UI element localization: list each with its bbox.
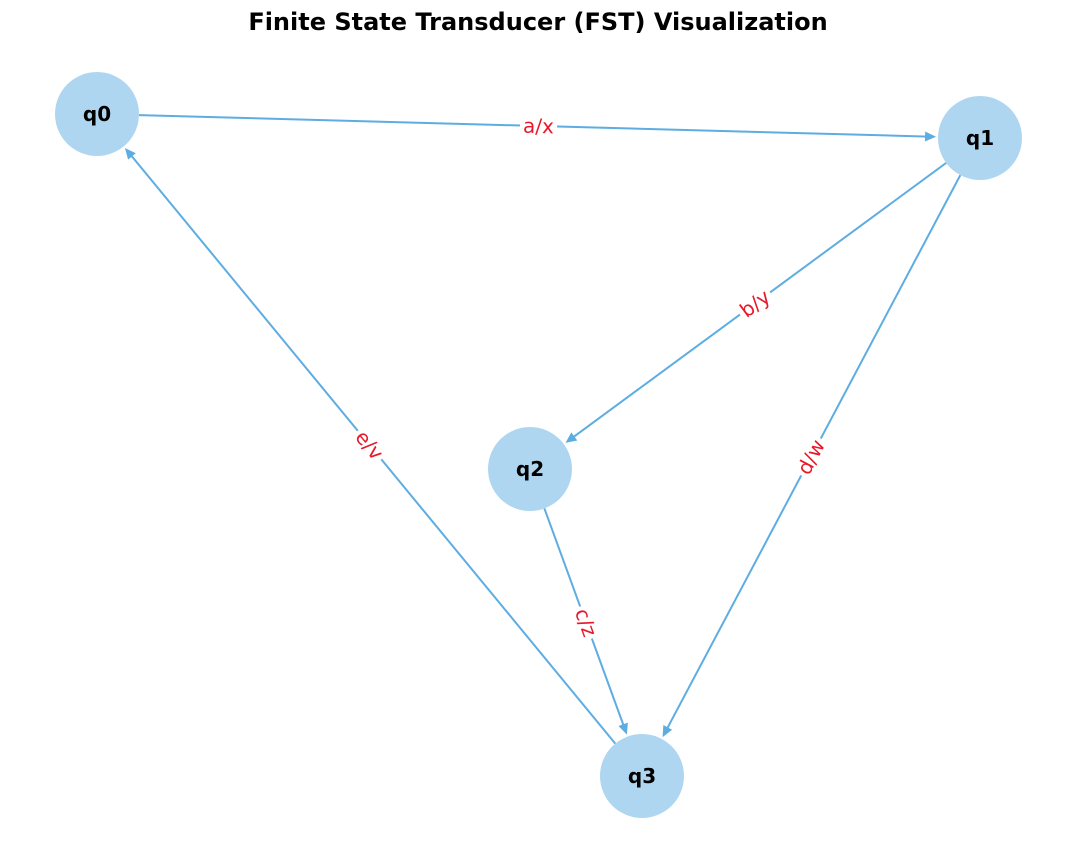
arrowhead-icon (565, 432, 578, 443)
state-label: q3 (628, 764, 656, 788)
state-node-q3: q3 (600, 734, 684, 818)
state-label: q1 (966, 126, 994, 150)
edge-label-background (789, 432, 833, 482)
edge-label-background (347, 422, 392, 468)
edge-labels-layer: a/x b/y c/z d/w e/v (347, 112, 833, 644)
state-label: q2 (516, 457, 544, 481)
edge-label-q2-q3: c/z (567, 601, 605, 644)
edge-label-background (567, 601, 605, 644)
edge-label-q3-q0: e/v (347, 422, 392, 468)
arrowhead-icon (124, 147, 136, 160)
edge-label-text: b/y (735, 284, 775, 322)
edge-label-text: a/x (523, 114, 555, 139)
edge-label-q0-q1: a/x (519, 112, 558, 140)
edge-label-background (519, 112, 558, 140)
edge-label-q1-q2: b/y (732, 281, 778, 326)
arrowhead-icon (924, 131, 937, 142)
state-circle (938, 96, 1022, 180)
state-node-q2: q2 (488, 427, 572, 511)
state-circle (488, 427, 572, 511)
edge-label-background (732, 281, 778, 326)
nodes-layer: q0 q1 q2 q3 (55, 72, 1022, 818)
arrowhead-icon (662, 725, 673, 738)
edge-label-text: e/v (350, 425, 388, 464)
state-node-q1: q1 (938, 96, 1022, 180)
arrowhead-icon (618, 722, 628, 735)
state-node-q0: q0 (55, 72, 139, 156)
edge-label-q1-q3: d/w (789, 432, 833, 482)
state-circle (600, 734, 684, 818)
diagram-title: Finite State Transducer (FST) Visualizat… (248, 8, 828, 36)
state-circle (55, 72, 139, 156)
state-label: q0 (83, 102, 111, 126)
